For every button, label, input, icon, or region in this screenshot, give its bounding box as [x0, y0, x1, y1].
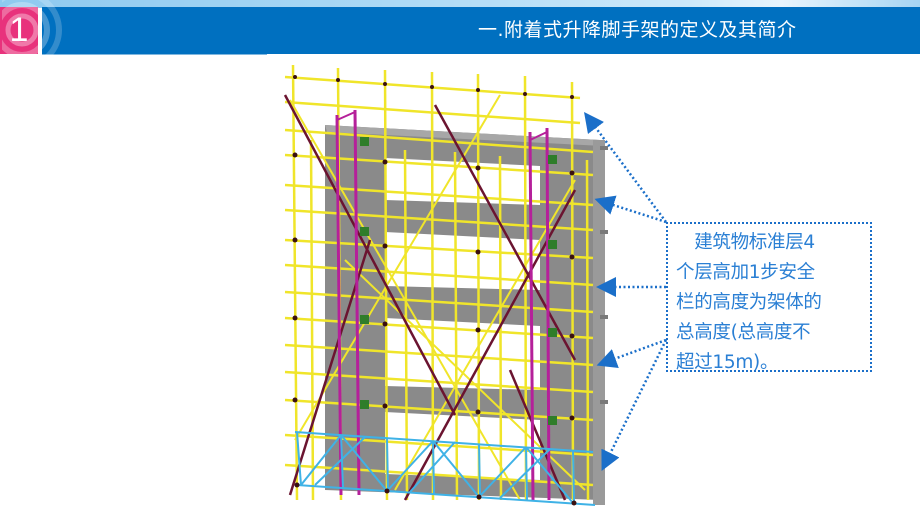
couplers [292, 75, 577, 506]
scaffold-illustration [283, 64, 608, 506]
callout-line-3: 栏的高度为架体的 [676, 292, 822, 313]
callout-box: 建筑物标准层4 个层高加1步安全 栏的高度为架体的 总高度(总高度不 超过15m… [666, 222, 872, 373]
lifting-frames [335, 109, 551, 501]
callout-line-2: 个层高加1步安全 [676, 262, 815, 283]
section-badge [0, 7, 38, 54]
callout-line-1: 建筑物标准层4 [676, 232, 815, 253]
scaffold-ledgers [284, 75, 594, 487]
callout-line-5: 超过15m)。 [676, 352, 779, 373]
page-title: 一.附着式升降脚手架的定义及其简介 [478, 19, 797, 41]
wall-anchors [360, 137, 557, 425]
header-underline [42, 54, 267, 55]
header-bar [42, 7, 920, 54]
section-number: 1 [9, 11, 29, 49]
callout-line-4: 总高度(总高度不 [676, 322, 811, 343]
sky-background [0, 0, 920, 8]
bottom-truss [294, 431, 596, 506]
